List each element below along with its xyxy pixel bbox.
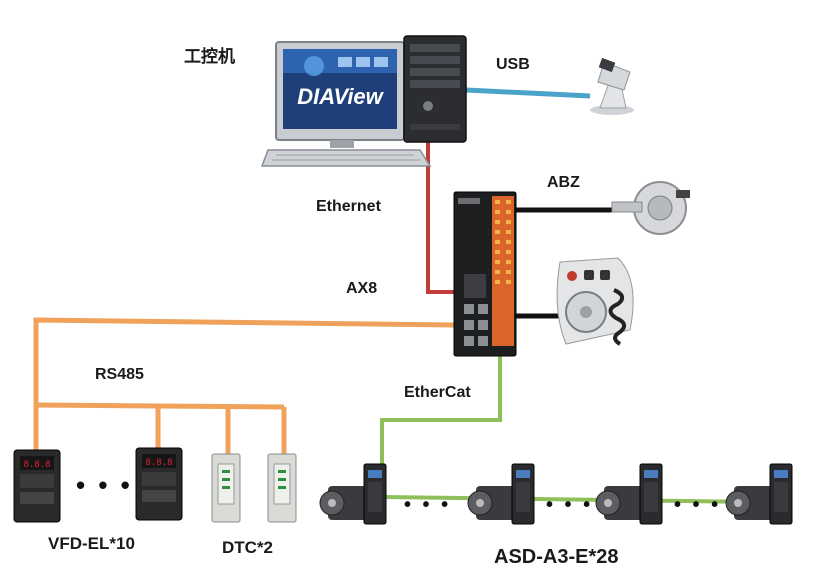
- vfd-drive-icon: 8.8.8: [135, 447, 183, 521]
- temperature-controller-icon: [267, 453, 297, 523]
- asd-label: ASD-A3-E*28: [494, 546, 619, 568]
- ax8-label: AX8: [346, 280, 378, 297]
- servo-ellipsis-3: • • •: [674, 494, 722, 516]
- servo-drive-motor-icon: [467, 463, 535, 525]
- manual-pulse-generator-icon: [556, 257, 634, 346]
- vfd-drive-icon: 8.8.8: [13, 449, 61, 523]
- barcode-scanner-icon: [590, 57, 634, 115]
- servo-ellipsis-1: • • •: [404, 494, 452, 516]
- ethercat-cable: [380, 348, 502, 497]
- rs485-label: RS485: [95, 366, 144, 383]
- servo-drive-motor-icon: [319, 463, 387, 525]
- abz-label: ABZ: [547, 174, 580, 191]
- svg-text:8.8.8: 8.8.8: [23, 460, 50, 470]
- screen-brand: DIAView: [297, 84, 384, 109]
- ethercat-daisy-chain: [381, 495, 761, 504]
- usb-cable: [465, 87, 591, 99]
- servo-drive-motor-icon: [725, 463, 793, 525]
- rotary-encoder-icon: [611, 181, 690, 235]
- vfd-label: VFD-EL*10: [48, 534, 135, 553]
- svg-text:8.8.8: 8.8.8: [145, 458, 172, 468]
- rs485-cable: [33, 317, 457, 452]
- servo-ellipsis-2: • • •: [546, 494, 594, 516]
- ethercat-label: EtherCat: [404, 384, 471, 401]
- usb-label: USB: [496, 56, 530, 73]
- temperature-controller-icon: [211, 453, 241, 523]
- ipc-label: 工控机: [184, 47, 235, 66]
- ax8-controller-icon: [453, 191, 517, 357]
- ethernet-label: Ethernet: [316, 198, 381, 215]
- servo-drive-motor-icon: [595, 463, 663, 525]
- dtc-label: DTC*2: [222, 538, 274, 557]
- vfd-ellipsis: • • •: [76, 470, 133, 500]
- desktop-computer-icon: DIAView: [260, 35, 467, 167]
- rs485-drop-bus: [35, 402, 285, 410]
